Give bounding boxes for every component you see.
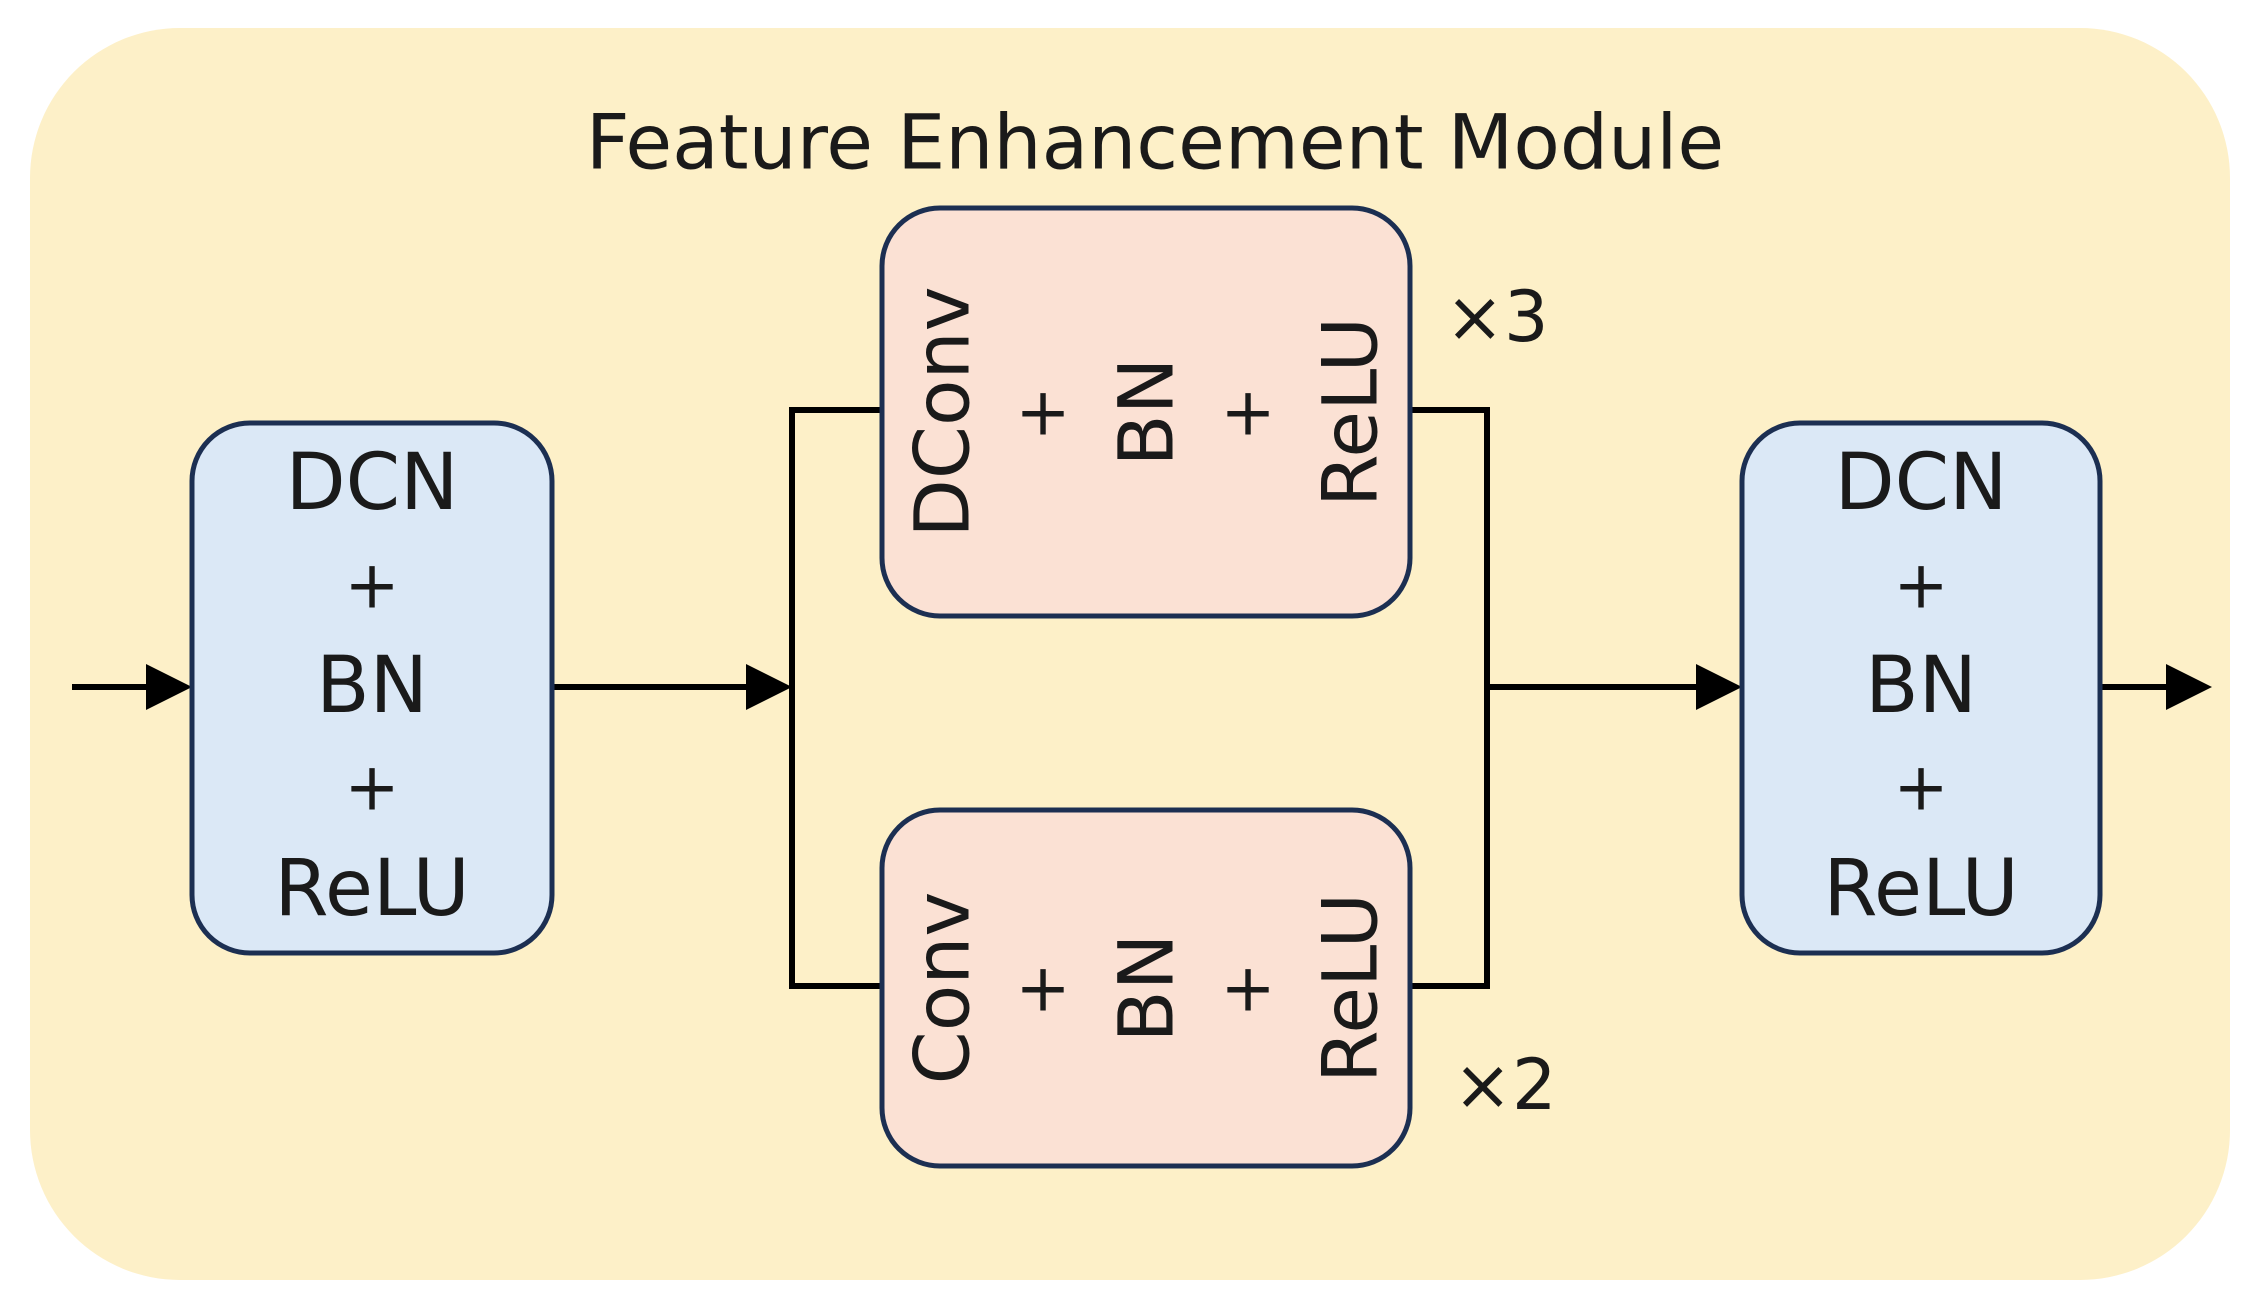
output-block-line-1: DCN (1835, 438, 2008, 528)
upper-branch-line-4: + (1220, 374, 1275, 451)
upper-branch-line-3: BN (1102, 358, 1191, 467)
upper-branch-block: DConv + BN + ReLU (879, 205, 1413, 619)
lower-branch-line-1: Conv (898, 892, 987, 1085)
output-block-line-2: + (1893, 547, 1948, 624)
upper-branch-box (879, 205, 1413, 619)
output-block-line-4: + (1893, 749, 1948, 826)
output-block-line-3: BN (1865, 641, 1977, 731)
input-block-line-3: BN (316, 641, 428, 731)
lower-branch-repeat-label: ×2 (1453, 1044, 1556, 1126)
upper-branch-line-1: DConv (898, 286, 987, 537)
module-background (30, 28, 2230, 1280)
lower-branch-box (879, 807, 1413, 1169)
input-block-line-5: ReLU (274, 844, 469, 934)
upper-branch-repeat-label: ×3 (1445, 276, 1548, 358)
output-block-box (1739, 420, 2103, 956)
lower-branch-line-4: + (1220, 950, 1275, 1027)
module-title: Feature Enhancement Module (586, 98, 1724, 187)
output-arrow-head (2166, 664, 2212, 710)
upper-branch-line-2: + (1015, 374, 1070, 451)
upper-branch-line-5: ReLU (1306, 317, 1395, 507)
lower-branch-block: Conv + BN + ReLU (879, 807, 1413, 1169)
lower-branch-line-3: BN (1102, 934, 1191, 1043)
lower-branch-line-5: ReLU (1306, 893, 1395, 1083)
input-block: DCN + BN + ReLU (189, 420, 555, 956)
input-arrow-head (146, 664, 192, 710)
lower-branch-line-2: + (1015, 950, 1070, 1027)
merge-arrow-head (1696, 664, 1742, 710)
output-block: DCN + BN + ReLU (1739, 420, 2103, 956)
split-arrow-head (746, 664, 792, 710)
input-block-line-4: + (344, 749, 399, 826)
output-block-line-5: ReLU (1823, 844, 2018, 934)
input-block-line-1: DCN (286, 438, 459, 528)
input-block-line-2: + (344, 547, 399, 624)
input-block-box (189, 420, 555, 956)
